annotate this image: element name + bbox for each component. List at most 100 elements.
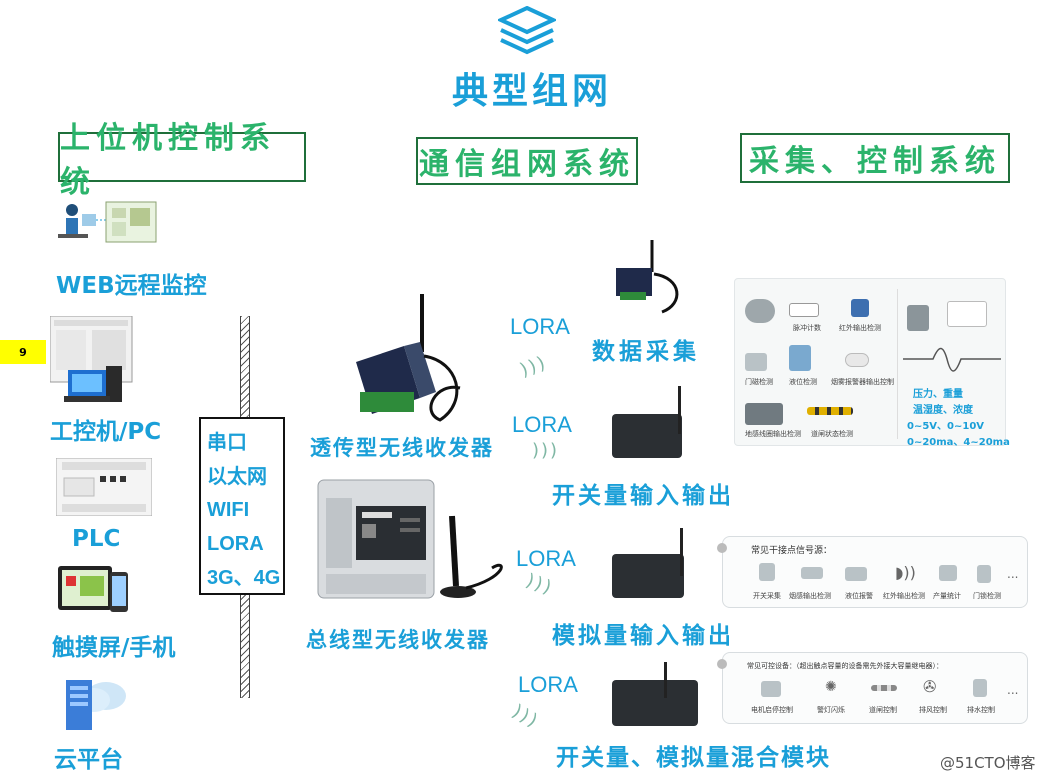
- page-number: 9: [19, 345, 27, 359]
- label-cloud-platform: 云平台: [54, 747, 123, 773]
- comm-methods-box: 串口 以太网 WIFI LORA 3G、4G: [199, 417, 285, 595]
- switch-io-module: [612, 414, 682, 458]
- lora-label-2: LORA: [512, 412, 572, 437]
- watermark: @51CTO博客: [940, 754, 1036, 772]
- switch-collect-icon: [759, 563, 775, 581]
- label-switch-io: 开关量输入输出: [552, 483, 734, 509]
- mixed-module: [612, 680, 698, 726]
- header-comm-system: 通信组网系统: [416, 137, 638, 185]
- production-count-icon: [939, 565, 957, 581]
- analog-io-antenna: [680, 528, 683, 576]
- level-alarm-icon: [845, 567, 867, 581]
- smoke-detect-icon: [801, 567, 823, 579]
- input-item-5: 门锁检测: [973, 592, 1001, 600]
- pulse-wave-icon: [789, 303, 819, 317]
- signal-curve-icon: [903, 347, 1001, 372]
- sensor-label-3: 液位检测: [789, 378, 817, 386]
- motor-icon: [761, 681, 781, 697]
- infrared-sensor-icon: [851, 299, 869, 317]
- sensor-panel: 脉冲计数 红外输出检测 门磁检测 液位检测 烟雾报警器输出控制 地感线圈输出检测…: [734, 278, 1010, 448]
- mixed-antenna: [664, 662, 667, 698]
- label-data-collection: 数据采集: [592, 339, 700, 365]
- sensor-label-0: 脉冲计数: [793, 324, 821, 332]
- label-transparent-transceiver: 透传型无线收发器: [310, 436, 494, 460]
- sensor-label-2: 门磁检测: [745, 378, 773, 386]
- comm-ethernet: 以太网: [207, 464, 267, 488]
- label-analog-io: 模拟量输入输出: [552, 623, 734, 649]
- transparent-transceiver-icon: [356, 294, 461, 422]
- comm-serial: 串口: [207, 430, 247, 454]
- control-panel-title: 常见可控设备：（超出触点容量的设备需先外接大容量继电器）：: [747, 662, 943, 670]
- plc-icon: [56, 458, 152, 516]
- pulse-sensor-icon: [745, 299, 775, 323]
- switch-io-antenna: [678, 386, 681, 434]
- label-industrial-pc: 工控机/PC: [50, 419, 162, 445]
- header-host-system: 上位机控制系统: [58, 121, 306, 200]
- door-sensor-icon: [745, 353, 767, 371]
- input-item-2: 液位报警: [845, 592, 873, 600]
- spec-voltage: 0~5V、0~10V: [907, 421, 985, 432]
- infrared-wave-icon: ◗)): [895, 563, 916, 582]
- control-item-3: 排风控制: [919, 706, 947, 714]
- wireless-waves-1: ))): [517, 352, 550, 381]
- wireless-waves-2: ))): [532, 440, 560, 461]
- label-touch-phone: 触摸屏/手机: [52, 635, 176, 661]
- control-item-0: 电机启停控制: [751, 706, 793, 714]
- gate-control-icon: [871, 685, 897, 691]
- level-sensor-icon: [789, 345, 811, 371]
- page-title: 典型组网: [452, 70, 613, 112]
- comm-3g4g: 3G、4G: [207, 567, 281, 589]
- spec-pressure: 压力、重量: [913, 389, 963, 400]
- page-number-badge: 9: [0, 340, 46, 364]
- label-plc: PLC: [72, 526, 121, 552]
- control-item-1: 警灯闪烁: [817, 706, 845, 714]
- analog-io-module: [612, 554, 684, 598]
- comm-lora: LORA: [207, 533, 264, 555]
- temp-sensor-icon: [947, 301, 987, 327]
- control-more: ...: [1007, 683, 1019, 697]
- label-web-monitoring: WEB远程监控: [56, 273, 207, 299]
- spec-humidity: 温湿度、浓度: [913, 405, 973, 416]
- fan-icon: ✇: [923, 677, 937, 696]
- wireless-waves-4: ))): [508, 700, 543, 733]
- sensor-label-1: 红外输出检测: [839, 324, 881, 332]
- header-control-system: 采集、控制系统: [740, 133, 1010, 183]
- data-collector-icon: [616, 240, 679, 314]
- input-item-4: 产量统计: [933, 592, 961, 600]
- spec-current: 0~20ma、4~20ma: [907, 437, 1010, 448]
- barrier-gate-icon: [807, 407, 853, 415]
- bus-transceiver-icon: [317, 479, 503, 599]
- sensor-label-6: 道闸状态检测: [811, 430, 853, 438]
- wireless-waves-3: ))): [523, 570, 556, 599]
- door-lock-icon: [977, 565, 991, 583]
- control-item-4: 排水控制: [967, 706, 995, 714]
- industrial-pc-icon: [50, 316, 133, 402]
- loop-coil-icon: [745, 403, 783, 425]
- layers-logo-icon: [498, 6, 556, 55]
- smoke-alarm-icon: [845, 353, 869, 367]
- warning-light-icon: ✺: [825, 679, 837, 695]
- input-more: ...: [1007, 567, 1019, 581]
- lora-label-4: LORA: [518, 672, 578, 697]
- input-panel-title: 常见干接点信号源：: [751, 546, 833, 556]
- drain-icon: [973, 679, 987, 697]
- input-panel-dot: [717, 543, 727, 553]
- label-mixed-module: 开关量、模拟量混合模块: [556, 745, 831, 771]
- label-bus-transceiver: 总线型无线收发器: [306, 628, 490, 652]
- lora-label-1: LORA: [510, 314, 570, 339]
- input-item-1: 烟感输出检测: [789, 592, 831, 600]
- pressure-sensor-icon: [907, 305, 929, 331]
- sensor-label-5: 地感线圈输出检测: [745, 430, 801, 438]
- control-device-panel: 常见可控设备：（超出触点容量的设备需先外接大容量继电器）： 电机启停控制 ✺ 警…: [717, 652, 1028, 724]
- sensor-divider: [897, 289, 898, 439]
- input-item-0: 开关采集: [753, 592, 781, 600]
- input-signal-panel: 常见干接点信号源： 开关采集 烟感输出检测 液位报警 ◗)) 红外输出检测 产量…: [717, 536, 1028, 608]
- input-item-3: 红外输出检测: [883, 592, 925, 600]
- lora-label-3: LORA: [516, 546, 576, 571]
- cloud-platform-icon: [66, 680, 126, 730]
- comm-wifi: WIFI: [207, 499, 250, 521]
- sensor-label-4: 烟雾报警器输出控制: [831, 378, 894, 386]
- touchscreen-phone-icon: [58, 566, 128, 612]
- control-item-2: 道闸控制: [869, 706, 897, 714]
- control-panel-dot: [717, 659, 727, 669]
